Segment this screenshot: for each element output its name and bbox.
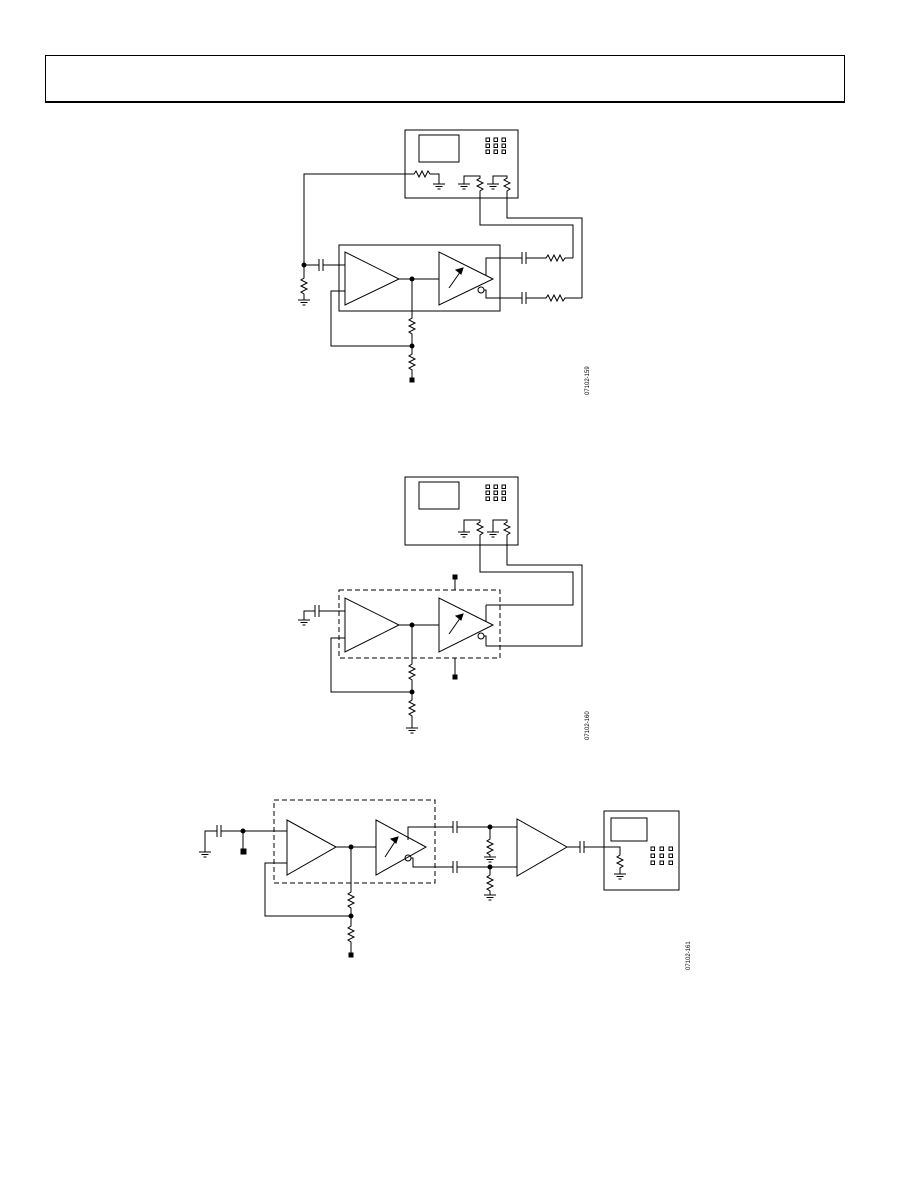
capacitor-icon xyxy=(315,605,319,617)
terminal-icon xyxy=(241,849,246,854)
terminal-icon xyxy=(349,953,353,957)
test-instrument-3 xyxy=(604,811,679,890)
ground-icon xyxy=(487,184,499,189)
terminal-icon xyxy=(410,378,414,382)
capacitor-icon xyxy=(319,259,323,271)
figure-3-code: 07102-161 xyxy=(686,941,692,970)
ground-icon xyxy=(298,620,310,625)
test-instrument-2 xyxy=(405,477,518,545)
ground-icon xyxy=(487,532,499,537)
ground-icon xyxy=(458,184,470,189)
figure-3-schematic: 07102-161 xyxy=(199,800,692,970)
capacitor-icon xyxy=(217,825,221,837)
ground-icon xyxy=(199,852,211,857)
variable-gain-amplifier-icon xyxy=(439,598,493,652)
amplifier-icon xyxy=(345,252,399,305)
evaluation-board-1 xyxy=(339,245,500,311)
test-instrument-1 xyxy=(405,130,518,198)
amplifier-icon xyxy=(287,820,336,875)
figure-2-schematic: 07102-160 xyxy=(298,477,591,740)
variable-gain-amplifier-icon xyxy=(439,252,493,305)
figure-1-code: 07102-159 xyxy=(585,366,591,395)
instrument-screen xyxy=(611,818,647,841)
page-header-box xyxy=(45,55,845,103)
variable-gain-amplifier-icon xyxy=(376,820,426,875)
capacitor-icon xyxy=(580,841,584,853)
ground-icon xyxy=(614,874,626,879)
ground-icon xyxy=(484,895,496,900)
figure-1-schematic: 07102-159 xyxy=(298,130,591,395)
capacitor-icon xyxy=(453,821,457,873)
figure-2-code: 07102-160 xyxy=(585,711,591,740)
ground-icon xyxy=(484,857,496,862)
instrument-knobs xyxy=(486,138,506,154)
terminal-icon xyxy=(453,575,457,579)
evaluation-board-2 xyxy=(339,590,500,658)
instrument-screen xyxy=(419,135,459,162)
terminal-icon xyxy=(453,675,457,679)
instrument-knobs xyxy=(651,847,673,865)
ground-icon xyxy=(298,300,310,305)
amplifier-icon xyxy=(345,598,399,652)
instrument-screen xyxy=(419,482,459,509)
differential-amplifier-icon xyxy=(517,819,567,876)
ground-icon xyxy=(433,184,445,189)
ground-icon xyxy=(406,728,418,733)
evaluation-board-3 xyxy=(274,800,435,883)
ground-icon xyxy=(458,532,470,537)
capacitor-icon xyxy=(522,252,526,304)
instrument-knobs xyxy=(486,485,506,501)
